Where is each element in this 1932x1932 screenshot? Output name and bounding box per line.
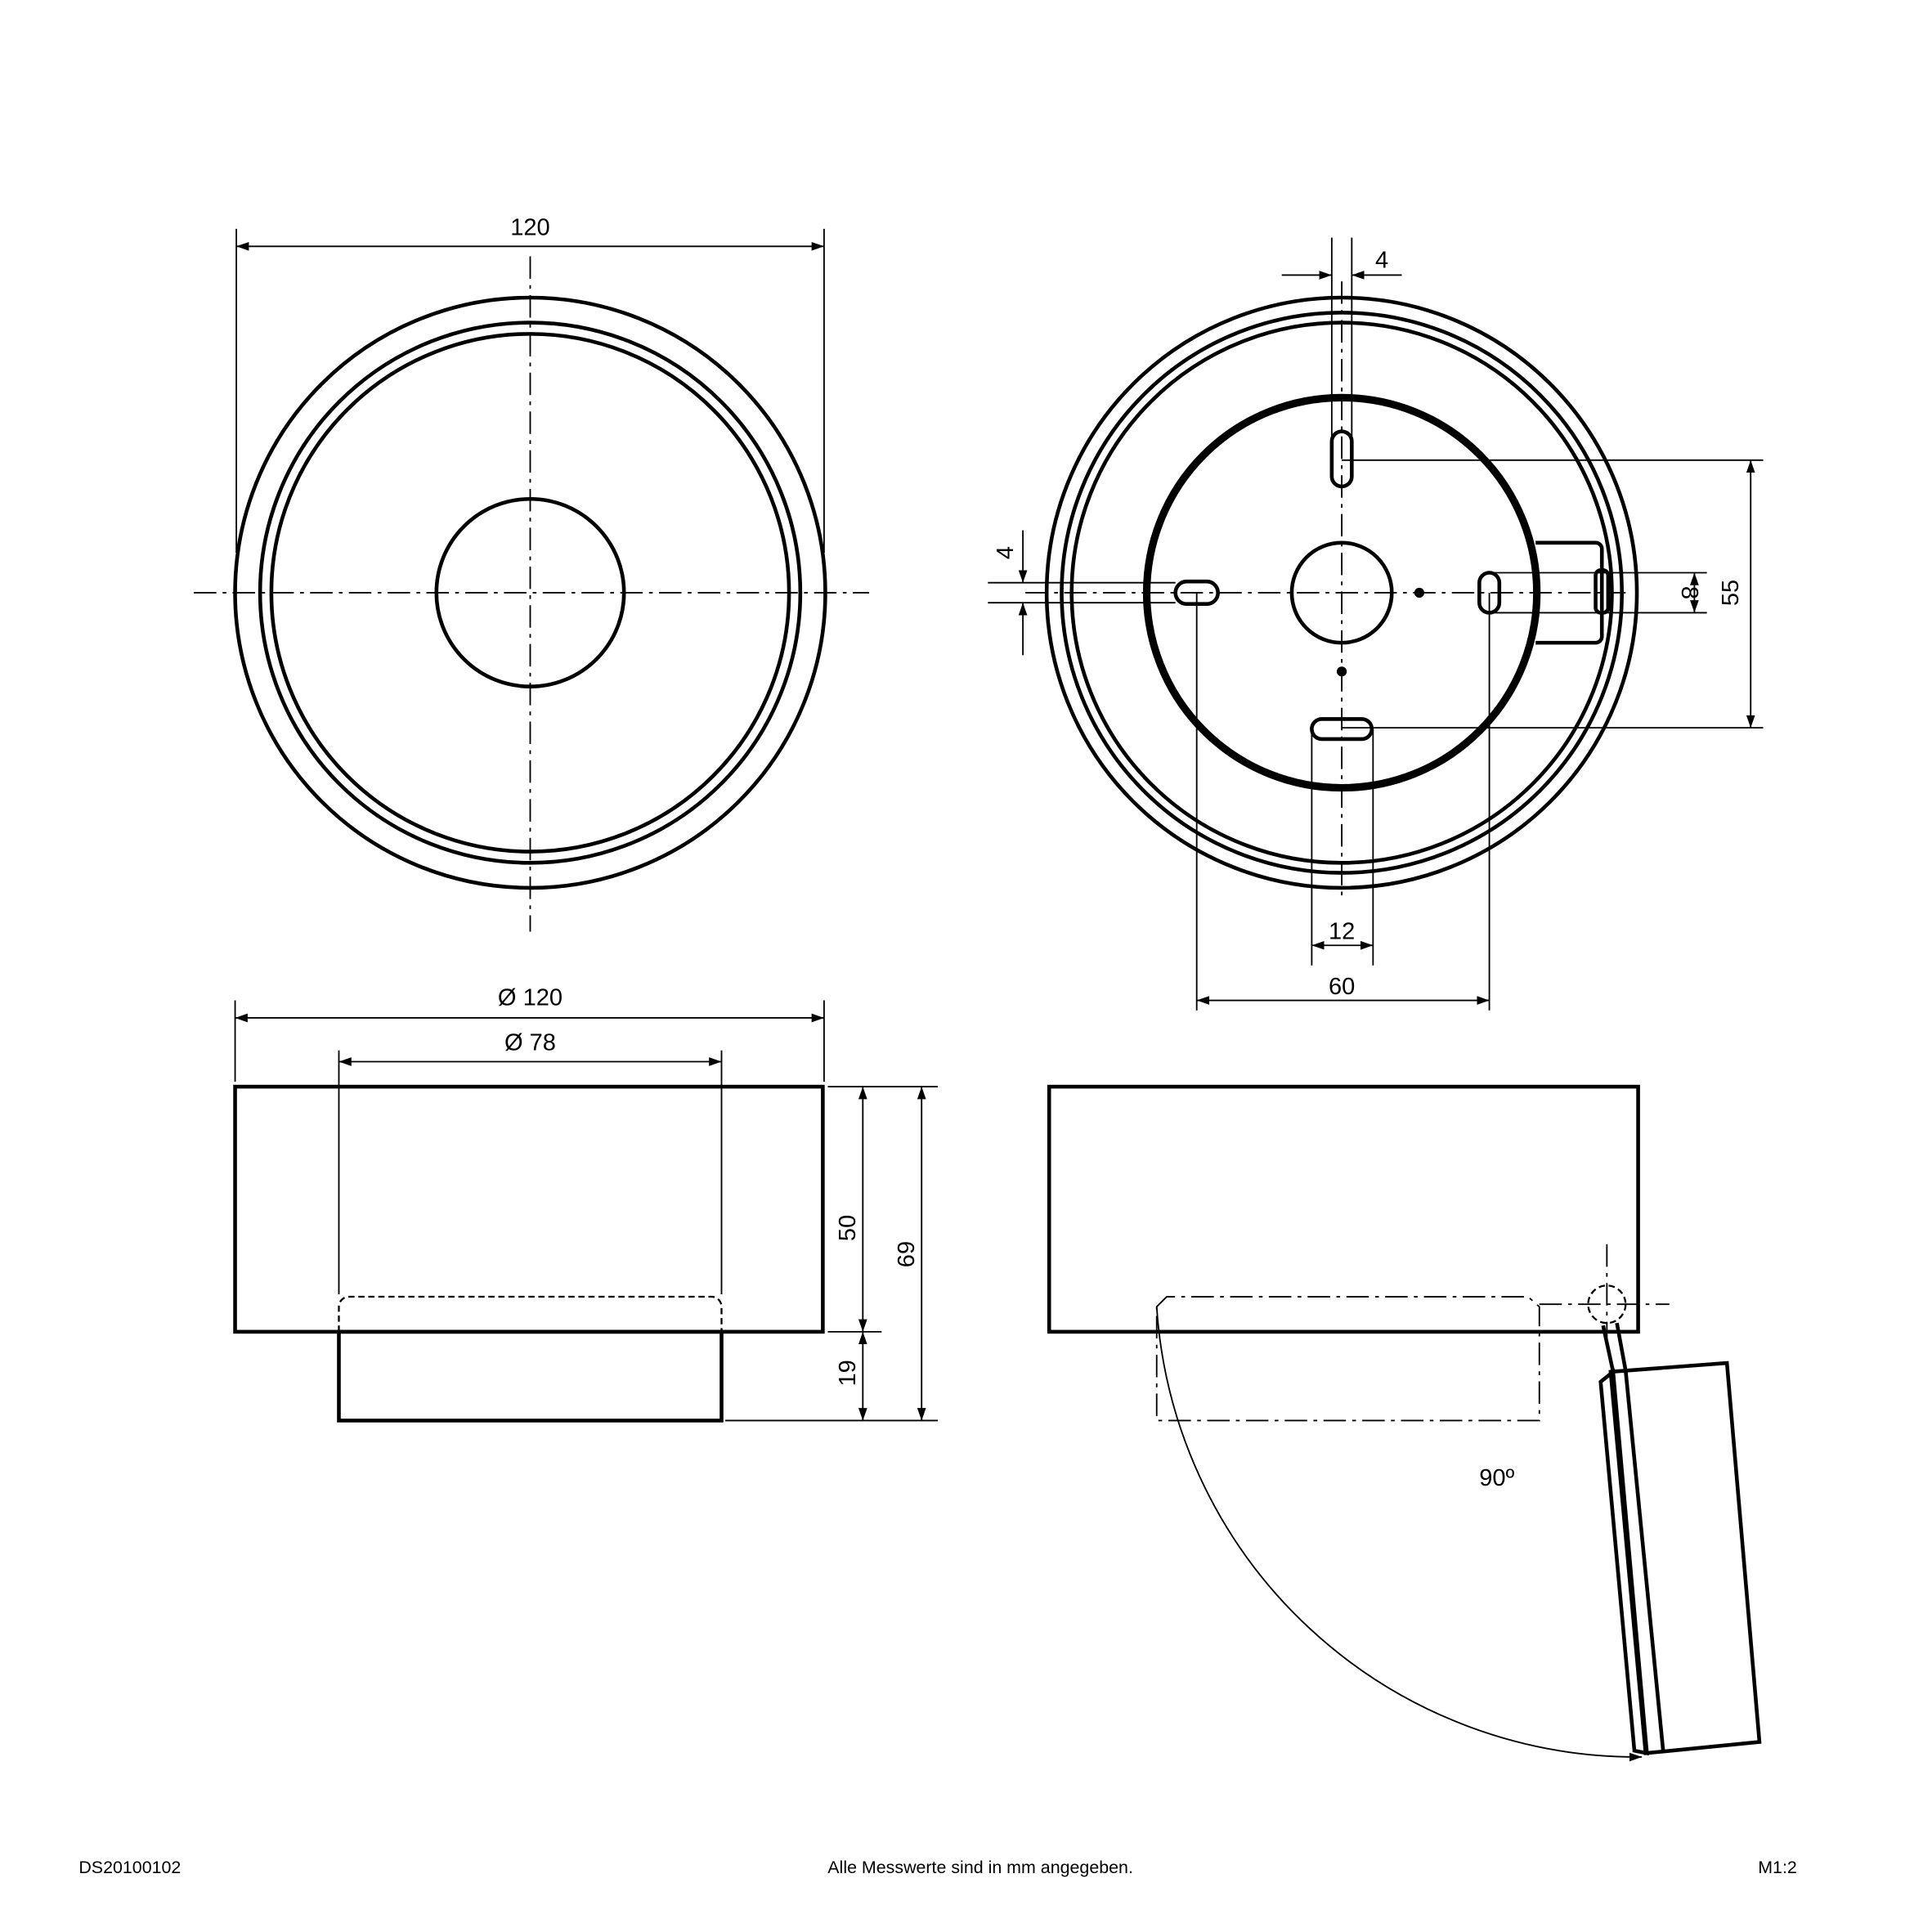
dim-50: 50 bbox=[835, 1215, 861, 1241]
dim-19: 19 bbox=[835, 1360, 861, 1386]
units-note: Alle Messwerte sind in mm angegeben. bbox=[827, 1858, 1133, 1877]
scale-label: M1:2 bbox=[1758, 1858, 1797, 1877]
dim-60: 60 bbox=[1329, 974, 1355, 1000]
document-id: DS20100102 bbox=[78, 1858, 181, 1877]
dim-width-120: 120 bbox=[510, 215, 549, 241]
dim-dia-120: Ø 120 bbox=[498, 985, 563, 1011]
dim-55: 55 bbox=[1718, 580, 1744, 606]
angle-90: 90º bbox=[1479, 1465, 1514, 1491]
dim-dia-78: Ø 78 bbox=[504, 1030, 556, 1056]
top-view-front: 120 bbox=[194, 215, 869, 932]
dim-12: 12 bbox=[1329, 919, 1355, 945]
dim-8: 8 bbox=[1676, 586, 1702, 599]
dim-69: 69 bbox=[894, 1241, 920, 1267]
top-view-back: 4 4 55 8 12 60 bbox=[988, 237, 1764, 1011]
swivel-view: 90º bbox=[1047, 1084, 1762, 1762]
dim-slot-height-4: 4 bbox=[993, 546, 1019, 559]
side-view: Ø 120 Ø 78 50 19 69 bbox=[233, 985, 939, 1423]
dim-slot-width-4: 4 bbox=[1375, 247, 1388, 273]
